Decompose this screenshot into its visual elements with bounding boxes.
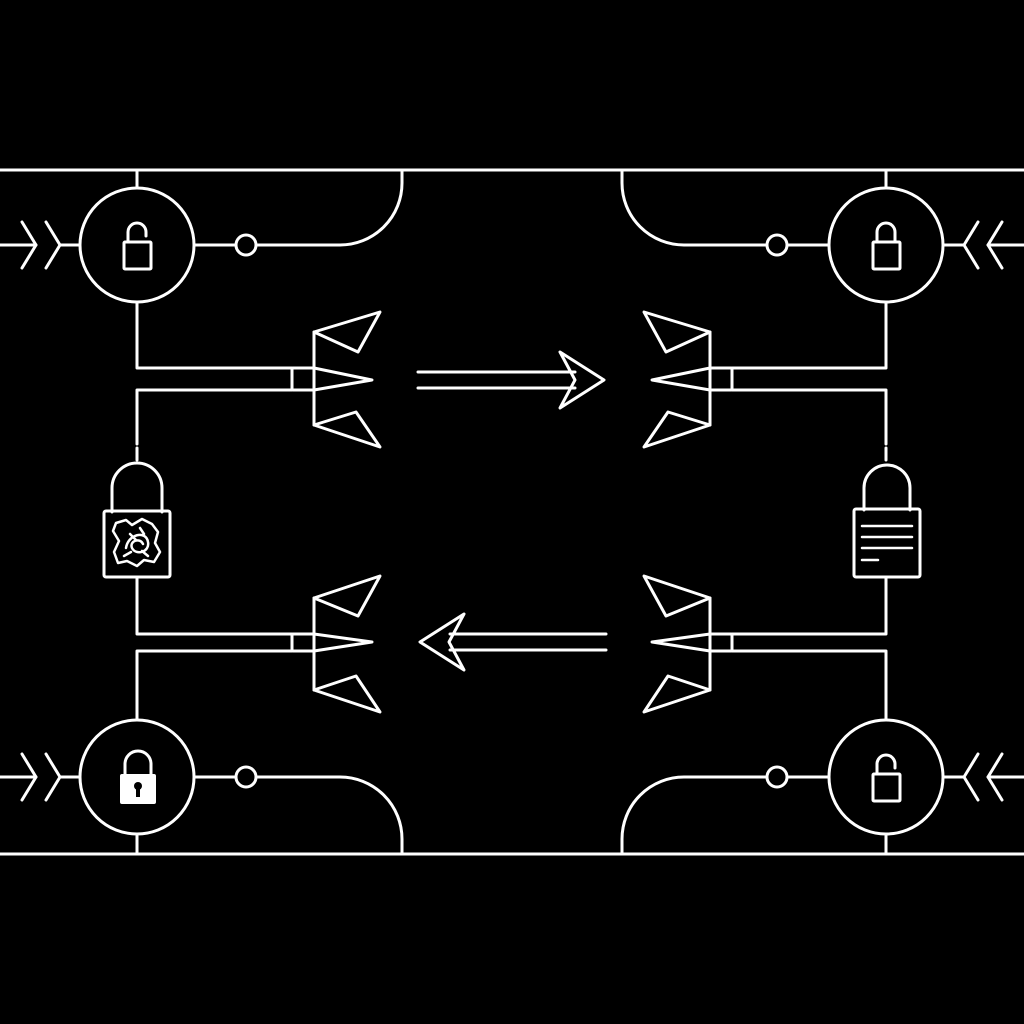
wire-in-lower (135, 649, 294, 722)
arrow-left-icon (418, 612, 608, 672)
chevrons-right-icon (0, 752, 82, 802)
node-bottom-left (0, 584, 404, 856)
node-ring (78, 186, 196, 304)
document-padlock-icon (852, 446, 922, 588)
junction-dot (234, 765, 258, 789)
junction-dot (765, 233, 789, 257)
curved-link (620, 168, 769, 247)
chevrons-left-icon (942, 752, 1024, 802)
scrambled-padlock-icon (102, 446, 172, 588)
curved-link (254, 168, 404, 247)
wire-out-upper (135, 300, 294, 370)
flow-connector-lower-left (290, 574, 382, 714)
wire-out-lower (730, 649, 888, 722)
wire-out-lower (135, 584, 294, 636)
curved-link (254, 775, 404, 856)
node-top-left (0, 168, 404, 446)
wire-in-upper (135, 388, 294, 446)
wire-in-lower (730, 584, 888, 636)
curved-link (620, 775, 769, 856)
chevrons-right-icon (0, 220, 82, 270)
chevrons-left-icon (942, 220, 1024, 270)
wire-in-upper (730, 300, 888, 370)
node-bottom-right (620, 584, 1024, 856)
open-padlock-icon (871, 753, 902, 803)
wire-out-upper (730, 388, 888, 446)
flow-connector-lower-right (642, 574, 734, 714)
open-padlock-icon (871, 221, 902, 271)
node-top-right (620, 168, 1024, 446)
flow-connector-upper-right (642, 310, 734, 449)
node-ring (827, 718, 945, 836)
node-ring (827, 186, 945, 304)
arrow-right-icon (416, 350, 606, 410)
flow-connector-upper-left (290, 310, 382, 449)
keyhole-padlock-icon (120, 749, 156, 804)
junction-dot (234, 233, 258, 257)
open-padlock-icon (122, 221, 153, 271)
junction-dot (765, 765, 789, 789)
